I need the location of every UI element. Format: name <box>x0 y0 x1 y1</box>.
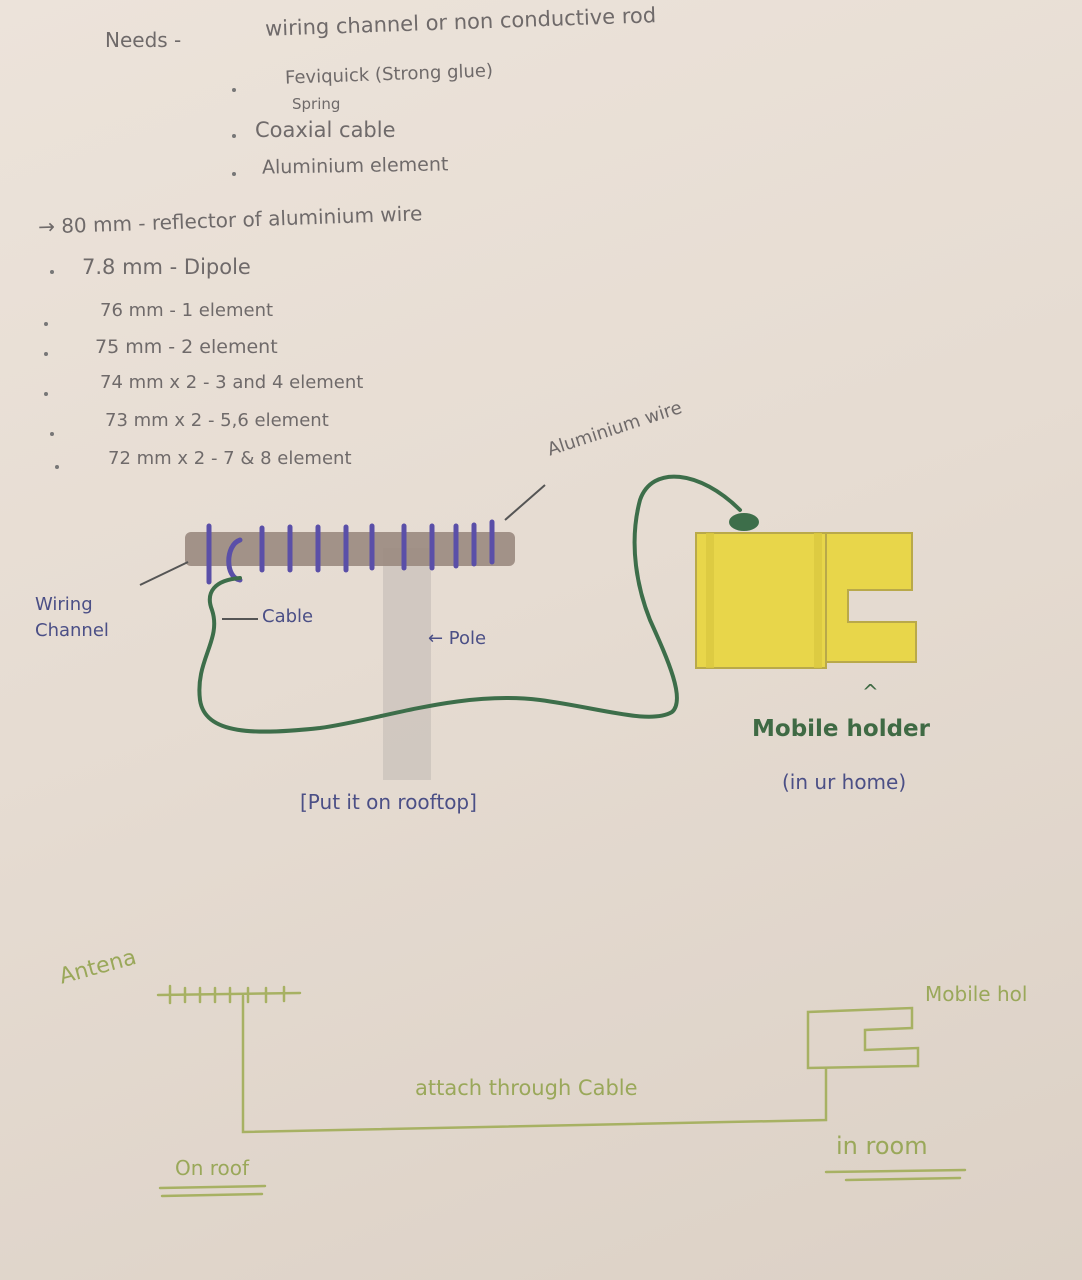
measure-bullet <box>44 392 48 396</box>
measure-element-1: 76 mm - 1 element <box>100 300 274 321</box>
measure-bullet <box>55 465 59 469</box>
on-roof-label: On roof <box>175 1156 250 1180</box>
cable-route-small <box>241 994 828 1134</box>
mobile-holder-shape <box>695 532 917 669</box>
cable-label: Cable <box>262 606 314 627</box>
measure-element-7-8: 72 mm x 2 - 7 & 8 element <box>108 448 352 469</box>
pole <box>383 548 431 780</box>
measure-element-2: 75 mm - 2 element <box>95 336 278 358</box>
wiring-channel-rod <box>185 532 515 566</box>
bottom-diagram <box>156 984 967 1198</box>
needs-bullet <box>232 134 236 138</box>
pole-label: ← Pole <box>428 628 487 649</box>
mobile-holder-label: Mobile holder <box>752 716 930 742</box>
in-home-label: (in ur home) <box>782 770 907 794</box>
needs-title: Needs - <box>105 28 182 52</box>
in-room-underline <box>824 1168 967 1174</box>
measure-bullet <box>44 352 48 356</box>
rooftop-note: [Put it on rooftop] <box>300 790 477 814</box>
needs-bullet <box>232 172 236 176</box>
mobile-holder-small <box>806 1006 920 1070</box>
needs-item-coaxial: Coaxial cable <box>255 118 396 142</box>
cable-connector <box>729 513 759 531</box>
coaxial-cable <box>197 474 742 734</box>
measure-dipole: 7.8 mm - Dipole <box>82 255 251 279</box>
wiring-channel-label-1: Wiring <box>35 594 93 615</box>
measure-bullet <box>44 322 48 326</box>
measure-element-5-6: 73 mm x 2 - 5,6 element <box>105 410 329 431</box>
on-roof-underline <box>160 1192 264 1198</box>
mobile-holder-arrow: ^ <box>862 680 879 704</box>
in-room-underline <box>844 1176 962 1182</box>
aluminium-wire-leader <box>504 484 546 521</box>
on-roof-underline <box>158 1184 267 1190</box>
wiring-channel-label-2: Channel <box>35 620 109 641</box>
mobile-holder-small-label: Mobile hol <box>925 982 1028 1006</box>
attach-label: attach through Cable <box>415 1076 638 1100</box>
needs-item-spring: Spring <box>292 95 341 113</box>
wiring-channel-leader <box>139 561 189 586</box>
measure-bullet <box>50 270 54 274</box>
measure-element-3-4: 74 mm x 2 - 3 and 4 element <box>100 372 364 393</box>
in-room-label: in room <box>836 1132 928 1160</box>
needs-bullet <box>232 88 236 92</box>
measure-bullet <box>50 432 54 436</box>
